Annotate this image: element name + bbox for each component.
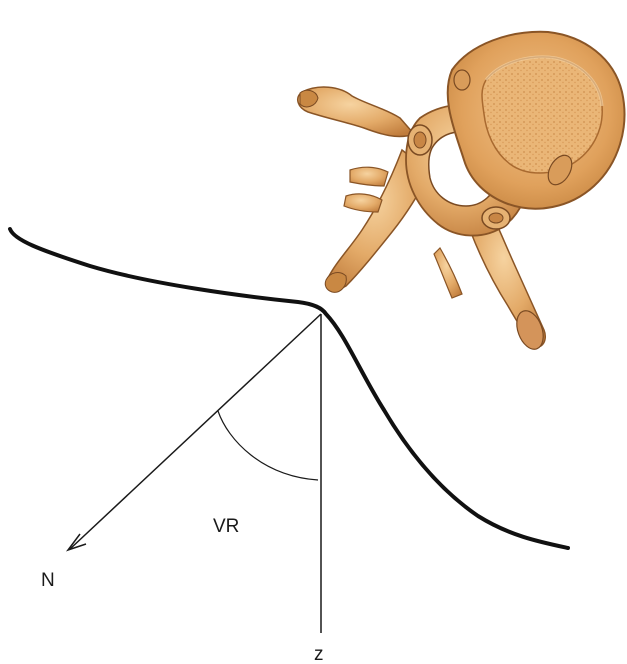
angle-label: VR — [213, 516, 239, 537]
vertebra-icon — [298, 32, 625, 353]
vertical-label: z — [314, 644, 324, 664]
normal-label: N — [41, 570, 55, 591]
angle-arc — [218, 411, 318, 480]
normal-n-line — [70, 314, 321, 549]
body-surface-curve — [10, 229, 568, 548]
